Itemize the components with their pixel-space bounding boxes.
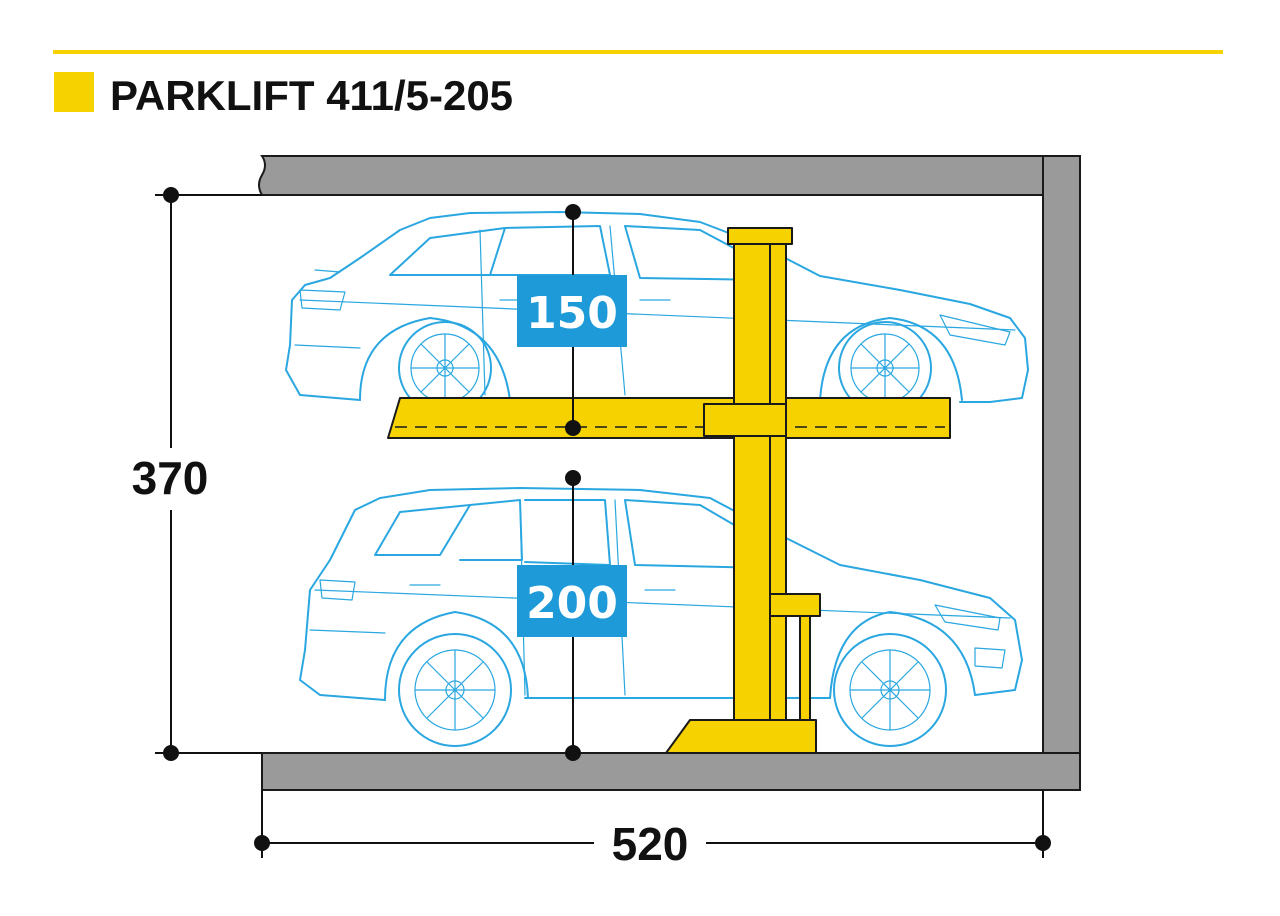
ceiling-slab bbox=[258, 155, 1081, 196]
lift-cylinder bbox=[799, 615, 811, 721]
lower-car bbox=[299, 487, 1023, 747]
upper-clearance-value: 150 bbox=[526, 288, 618, 339]
dim-dot bbox=[565, 745, 581, 761]
upper-clearance-label: 150 bbox=[517, 275, 627, 347]
dim-dot bbox=[254, 835, 270, 851]
dim-dot bbox=[163, 187, 179, 203]
dim-dot bbox=[163, 745, 179, 761]
lift-platform bbox=[387, 397, 951, 439]
lift-base bbox=[665, 719, 817, 754]
right-wall bbox=[1042, 155, 1081, 791]
lower-clearance-box bbox=[517, 565, 627, 637]
dim-dot bbox=[565, 470, 581, 486]
lift-bracket bbox=[769, 593, 821, 617]
page-title: PARKLIFT 411/5-205 bbox=[110, 72, 513, 119]
floor-slab bbox=[261, 752, 1081, 791]
lift-column-cap bbox=[727, 227, 793, 245]
lift-column bbox=[733, 235, 771, 754]
total-width-label: 520 bbox=[612, 818, 689, 870]
total-height-label: 370 bbox=[132, 452, 209, 504]
width-dimension: 520 bbox=[254, 790, 1051, 870]
lift-carriage bbox=[703, 403, 787, 437]
lower-clearance-label: 200 bbox=[517, 565, 627, 637]
lift-structure bbox=[387, 227, 951, 754]
header-square-icon bbox=[54, 72, 94, 112]
dim-dot bbox=[1035, 835, 1051, 851]
lower-clearance-value: 200 bbox=[526, 578, 618, 629]
garage-structure bbox=[258, 155, 1081, 791]
header-rule bbox=[53, 50, 1223, 54]
dim-dot bbox=[565, 204, 581, 220]
height-dimension: 370 bbox=[132, 187, 262, 761]
lift-column-rail bbox=[769, 243, 787, 754]
upper-clearance-box bbox=[517, 275, 627, 347]
dim-dot bbox=[565, 420, 581, 436]
